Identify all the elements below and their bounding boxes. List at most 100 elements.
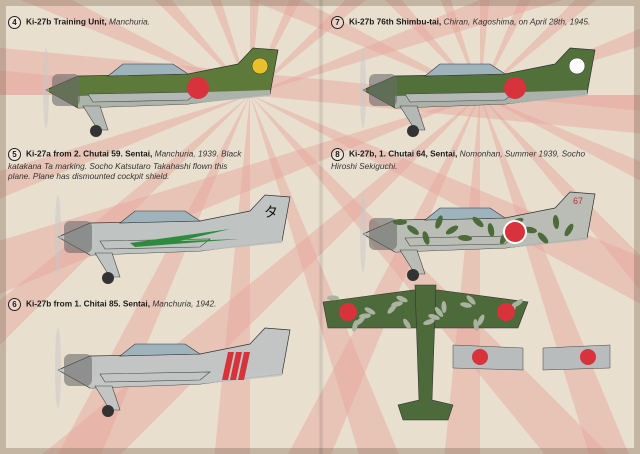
tail-emblem [251,57,269,75]
profile-8-top-and-underside-view [322,284,611,421]
tail-katakana: タ [264,205,278,221]
camo-patch [422,231,430,245]
camo-patch [466,295,476,305]
camo-patch [441,301,447,313]
profile-4-plane [43,47,279,137]
wheel [102,405,114,417]
sun-ray [0,95,250,199]
profile-5-plane: タ [55,194,291,284]
fuselage-top [397,284,454,421]
camo-patch [537,232,549,244]
tail-emblem [568,57,586,75]
profile-number: 7 [331,16,344,29]
caption-detail: Nomonhan, Summer 1939, Socho Hiroshi Sek… [331,148,586,171]
caption-title: Ki-27b from 1. Chitai 85. Sentai, [26,298,151,309]
engine-cowling [369,218,397,250]
profile-6-plane [55,327,291,417]
caption-detail: Manchuria, 1939. Black katakana Ta marki… [8,148,242,181]
caption-7: 7 Ki-27b 76th Shimbu-tai, Chiran, Kagoshi… [331,16,636,29]
camo-patch [487,223,495,237]
camo-patch [352,320,358,332]
camo-patch [435,215,443,229]
canopy [424,63,506,77]
sun-ray [288,95,480,454]
tail-number: 67 [573,196,583,206]
hinomaru [503,220,527,244]
wing [404,235,516,247]
propeller [55,195,61,275]
landing-gear-spat [82,105,109,131]
sun-ray [440,0,480,95]
sun-ray [250,0,480,95]
canopy [119,343,201,357]
wheel [102,272,114,284]
sun-ray [480,95,629,454]
camo-patch [396,295,408,303]
caption-detail: Manchuria. [108,16,151,27]
caption-title: Ki-27b 76th Shimbu-tai, [349,16,442,27]
underside-wing-right [542,344,611,371]
propeller [360,48,366,128]
hinomaru [472,349,488,365]
camo-patch [564,223,574,237]
wheel [90,125,102,137]
caption-detail: Manchuria, 1942. [152,298,217,309]
propeller [43,48,49,128]
wheel [407,269,419,281]
engine-cowling [52,74,80,106]
camo-patch [393,219,407,225]
hinomaru [187,77,209,99]
camo-patch [477,314,485,326]
wheel [407,125,419,137]
landing-gear-spat [399,249,426,275]
tail-stripe [230,352,242,380]
propeller [55,328,61,408]
engine-cowling [369,74,397,106]
camo-patch [428,314,440,320]
canopy [119,210,201,224]
tail-stripe [222,352,234,380]
sun-ray [20,0,250,95]
sun-ray [480,95,640,290]
camo-patch [473,319,479,331]
wing [99,371,211,383]
sun-ray [250,95,640,304]
camo-patch [407,225,419,235]
camo-patch [423,318,435,326]
sun-ray [250,0,564,95]
caption-8: 8 Ki-27b, 1. Chutai 64, Sentai, Nomonhan,… [331,148,601,171]
profile-number: 6 [8,298,21,311]
landing-gear-spat [94,385,121,411]
fuselage-stripe [130,229,240,247]
sun-ray [58,95,250,454]
canopy [107,63,189,77]
engine-cowling [64,221,92,253]
caption-detail: Chiran, Kagoshima, on April 28th, 1945. [443,16,591,27]
camo-patch [458,234,472,242]
wing [87,91,199,103]
camo-patch [472,216,484,228]
landing-gear-spat [399,105,426,131]
profile-number: 5 [8,148,21,161]
caption-6: 6 Ki-27b from 1. Chitai 85. Sentai, Manch… [8,298,308,311]
hinomaru [497,303,515,321]
profile-number: 8 [331,148,344,161]
camo-patch [327,295,339,301]
camo-patch [387,304,397,314]
camo-patch [445,225,459,235]
sun-ray [250,95,399,454]
camo-patch [460,302,472,308]
camo-patch [403,318,411,330]
camo-patch [364,307,376,315]
sun-ray [250,95,640,134]
hinomaru [580,349,596,365]
camo-patch [434,307,444,317]
caption-title: Ki-27b, 1. Chutai 64, Sentai, [349,148,458,159]
hinomaru [504,77,526,99]
landing-gear-spat [94,252,121,278]
propeller [360,192,366,272]
profile-number: 4 [8,16,21,29]
